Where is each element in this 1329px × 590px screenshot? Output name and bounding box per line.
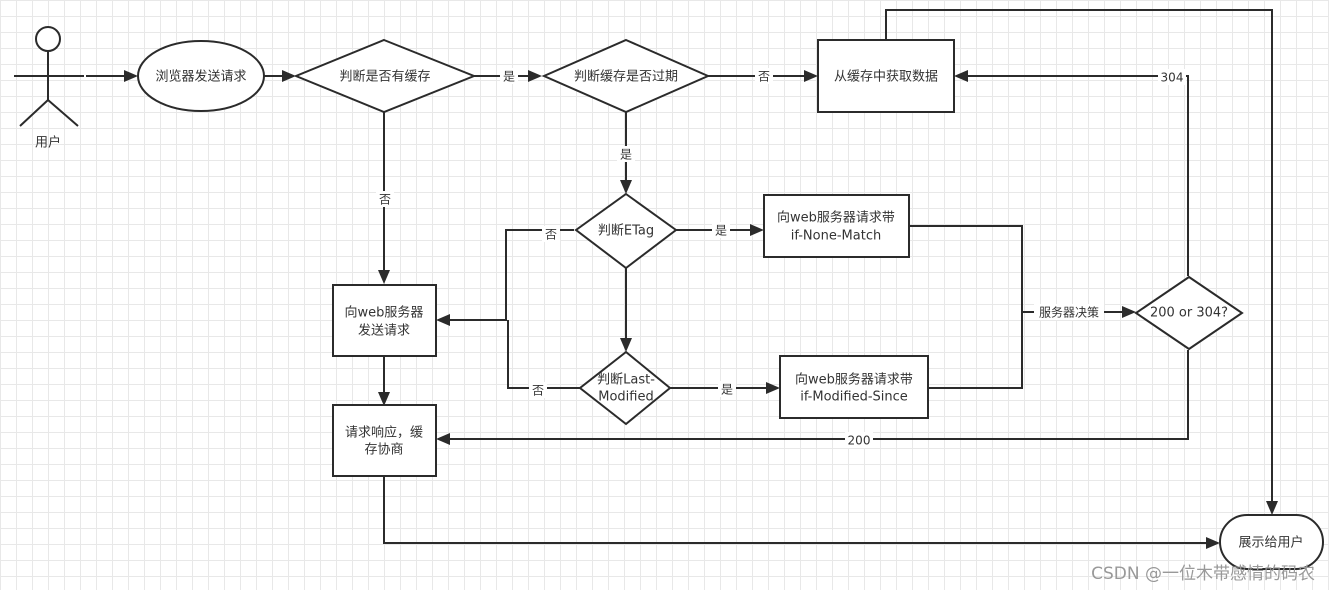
arrowhead — [766, 382, 780, 394]
edge-cache-to-show-user — [885, 9, 1273, 502]
arrowhead — [954, 70, 968, 82]
arrowhead — [124, 70, 138, 82]
node-label-line1: 向web服务器请求带 — [777, 210, 895, 226]
label-etag-no: 否 — [545, 228, 557, 242]
label-status-304: 304 — [1161, 71, 1184, 85]
node-label: 200 or 304? — [1150, 306, 1228, 321]
node-label-line2: Modified — [598, 390, 653, 405]
node-get-from-cache: 从缓存中获取数据 — [817, 39, 955, 113]
arrowhead — [804, 70, 818, 82]
arrowhead — [378, 270, 390, 284]
node-label: 判断缓存是否过期 — [574, 70, 678, 85]
actor-body — [14, 51, 84, 127]
edge-response-to-show-user — [383, 476, 1208, 544]
arrowhead — [1266, 501, 1278, 515]
arrowhead — [436, 314, 450, 326]
node-check-last-modified: 判断Last- Modified — [578, 350, 672, 426]
node-label: 判断是否有缓存 — [339, 70, 430, 85]
arrowhead — [378, 392, 390, 406]
node-send-to-server: 向web服务器 发送请求 — [332, 284, 437, 357]
arrowhead — [620, 180, 632, 194]
actor-label: 用户 — [35, 135, 61, 151]
node-label: 从缓存中获取数据 — [834, 70, 938, 85]
actor-head — [35, 26, 61, 52]
watermark: CSDN @一位木带感情的码农 — [1091, 564, 1315, 584]
arrowhead — [282, 70, 296, 82]
arrowhead — [528, 70, 542, 82]
edge-last-modified-no — [507, 320, 580, 389]
node-label: 判断ETag — [598, 224, 654, 239]
label-status-200: 200 — [848, 434, 871, 448]
node-label-line2: 存协商 — [364, 443, 403, 458]
arrowhead — [1122, 306, 1136, 318]
node-response-negotiate: 请求响应，缓 存协商 — [332, 404, 437, 477]
node-label: 浏览器发送请求 — [155, 69, 246, 85]
node-cache-expired: 判断缓存是否过期 — [541, 38, 711, 114]
arrowheads — [124, 70, 1278, 549]
arrowhead — [620, 338, 632, 352]
node-check-etag: 判断ETag — [574, 192, 678, 270]
label-expired-yes: 是 — [620, 148, 632, 162]
node-request-if-none-match: 向web服务器请求带 if-None-Match — [763, 194, 910, 258]
label-last-modified-no: 否 — [532, 384, 544, 398]
edge-status-304 — [966, 75, 1189, 276]
arrowhead — [750, 224, 764, 236]
label-etag-yes: 是 — [715, 224, 727, 238]
node-label-line1: 请求响应，缓 — [345, 425, 423, 441]
arrowhead — [436, 433, 450, 445]
node-label-line1: 向web服务器 — [345, 305, 424, 321]
label-expired-no: 否 — [758, 70, 770, 84]
edge-status-200 — [448, 350, 1189, 440]
user-actor: 用户 — [14, 26, 84, 151]
node-show-user: 展示给用户 — [1219, 514, 1324, 570]
node-label-line2: 发送请求 — [358, 323, 410, 339]
edge-requests-merge — [910, 225, 1023, 389]
node-label-line1: 判断Last- — [597, 373, 655, 388]
label-last-modified-yes: 是 — [721, 383, 733, 397]
node-status-decision: 200 or 304? — [1134, 275, 1244, 351]
label-has-cache-yes: 是 — [503, 70, 515, 84]
edge-etag-no — [448, 229, 574, 321]
label-server-decision: 服务器决策 — [1039, 305, 1099, 320]
node-browser-request: 浏览器发送请求 — [137, 40, 265, 112]
node-label-line1: 向web服务器请求带 — [795, 372, 913, 388]
edge-labels: 是 否 否 是 是 否 是 否 服务器决策 304 200 — [376, 68, 1186, 448]
node-has-cache: 判断是否有缓存 — [293, 38, 477, 114]
node-label: 展示给用户 — [1238, 535, 1303, 551]
node-label-line2: if-Modified-Since — [800, 390, 908, 405]
node-label-line2: if-None-Match — [791, 229, 881, 244]
edges — [86, 9, 1273, 544]
label-has-cache-no: 否 — [379, 193, 391, 207]
node-request-if-modified-since: 向web服务器请求带 if-Modified-Since — [779, 355, 929, 419]
arrowhead — [1206, 537, 1220, 549]
